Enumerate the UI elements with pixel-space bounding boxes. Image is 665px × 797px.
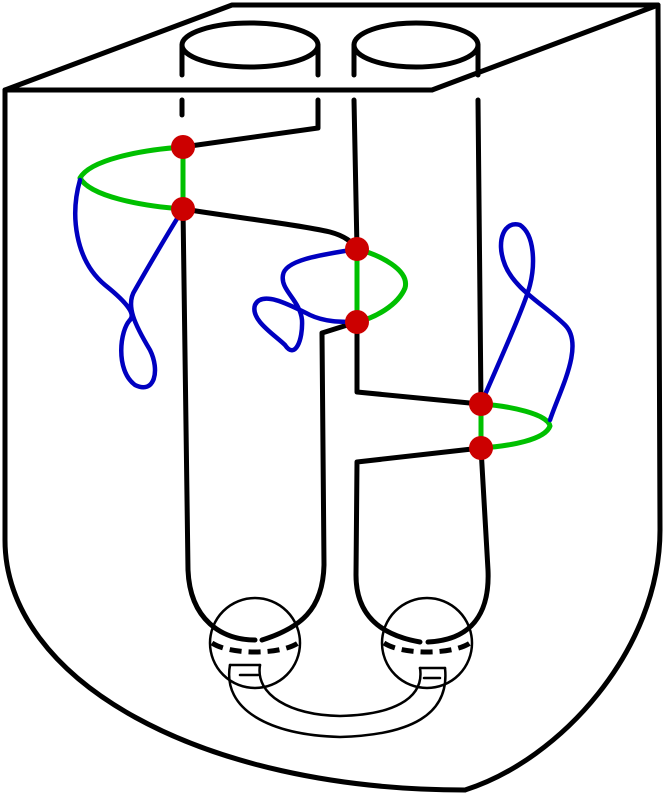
- strand-top-right-arm: [180, 97, 321, 150]
- green-arc-right: [478, 401, 553, 451]
- box-left-edge: [2, 87, 468, 793]
- blue-loop-left: [73, 177, 186, 390]
- band-left-notch: [228, 663, 262, 677]
- right-sphere-equator: [382, 640, 472, 655]
- band-outer: [227, 663, 447, 739]
- band-right-notch: [418, 666, 447, 680]
- band-inner: [258, 663, 422, 718]
- right-tube-rim: [351, 20, 481, 70]
- left-sphere: [208, 596, 302, 690]
- left-sphere-equator: [210, 640, 300, 655]
- lower-handles: [208, 596, 474, 739]
- marker-3: [345, 237, 369, 261]
- blue-loop-middle: [252, 246, 360, 353]
- green-arc-middle: [354, 246, 408, 325]
- blue-loop-right: [478, 222, 575, 423]
- marker-1: [171, 135, 195, 159]
- marker-6: [469, 436, 493, 460]
- box-right-edge: [462, 2, 663, 793]
- left-tube-rim: [179, 20, 321, 70]
- green-arc-left: [77, 144, 186, 212]
- marker-4: [345, 310, 369, 334]
- marker-5: [469, 392, 493, 416]
- right-sphere: [380, 596, 474, 690]
- right-tube: [351, 20, 481, 78]
- box-back-left-edge: [2, 2, 661, 93]
- markers: [171, 135, 493, 460]
- strand-right-vertical-top: [475, 97, 484, 407]
- strand-middle-top: [351, 97, 360, 252]
- left-tube: [179, 20, 321, 78]
- strand-inner-right: [353, 445, 484, 645]
- blue-loops: [73, 177, 575, 423]
- strand-inner-left: [259, 319, 360, 643]
- strand-diagonal-mid: [180, 206, 360, 252]
- strand-middle-lower: [354, 319, 483, 407]
- strands: [179, 97, 491, 645]
- marker-2: [171, 197, 195, 221]
- strand-left-vertical: [180, 206, 258, 643]
- strand-right-vertical-bottom: [425, 445, 491, 645]
